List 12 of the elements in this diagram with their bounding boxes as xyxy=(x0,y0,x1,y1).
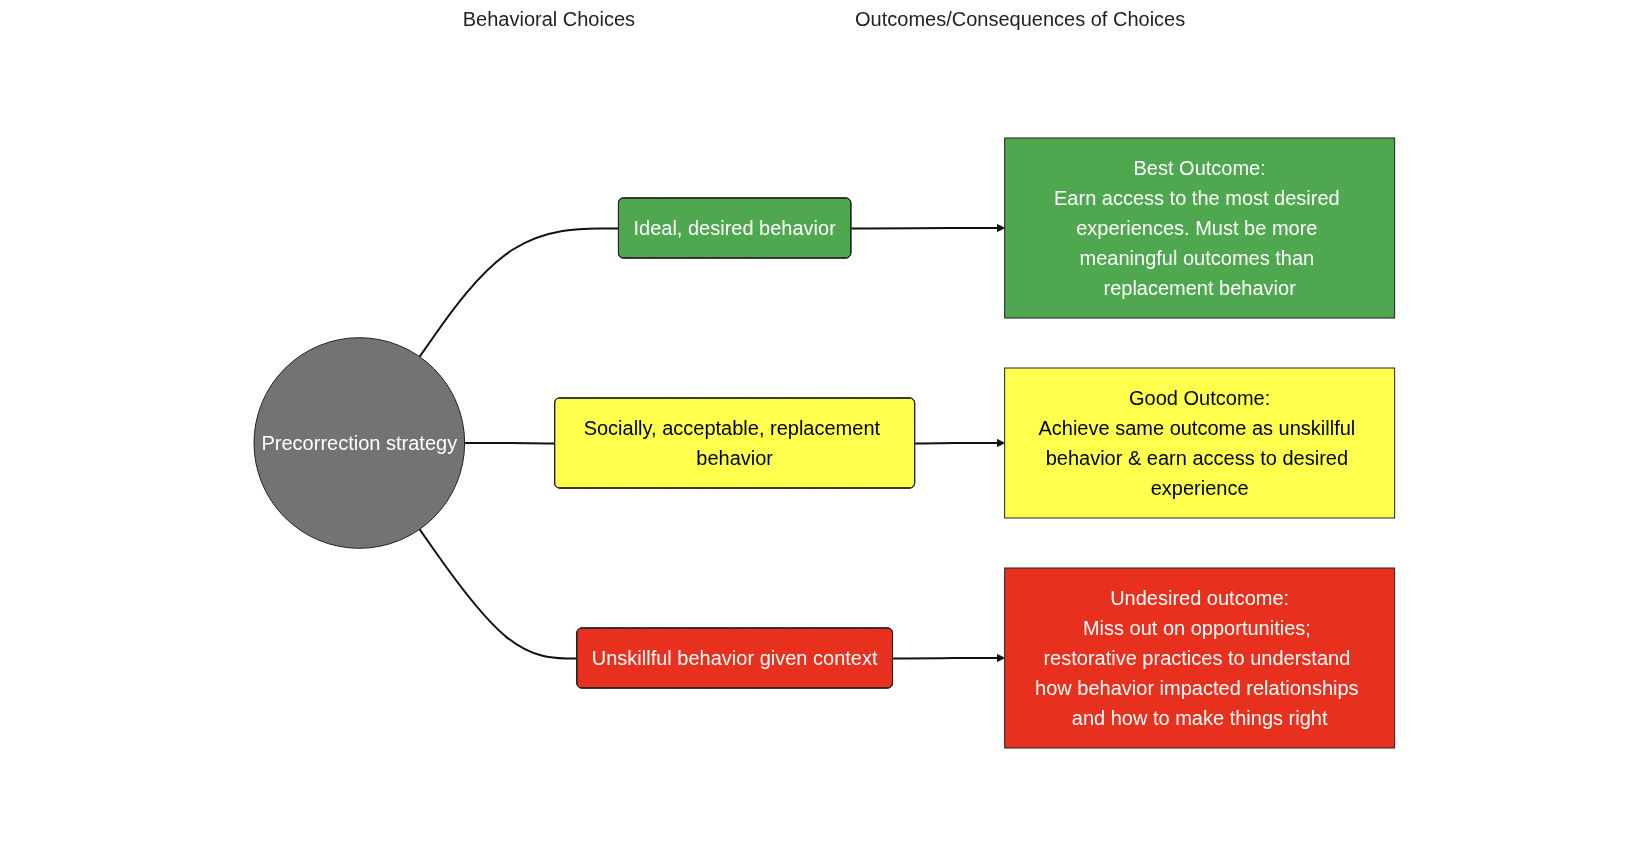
column-heading: Behavioral Choices xyxy=(462,8,636,32)
connector xyxy=(463,442,556,445)
connector xyxy=(418,528,578,660)
node-box: Undesired outcome: Miss out on opportunities; restorative practices to understand how behavior impacted relationships and how to make things right xyxy=(1003,567,1395,749)
node-box: Best Outcome: Earn access to the most desired experiences. Must be more meaningful outcomes than replacement behavior xyxy=(1003,137,1395,319)
arrow xyxy=(913,438,1005,448)
node-box: Good Outcome: Achieve same outcome as unskillful behavior & earn access to desired experience xyxy=(1003,367,1395,519)
node-circle: Precorrection strategy xyxy=(253,337,465,549)
connector xyxy=(418,227,620,358)
arrow xyxy=(850,223,1005,233)
column-heading: Outcomes/Consequences of Choices xyxy=(855,8,1186,32)
arrow xyxy=(891,653,1005,663)
